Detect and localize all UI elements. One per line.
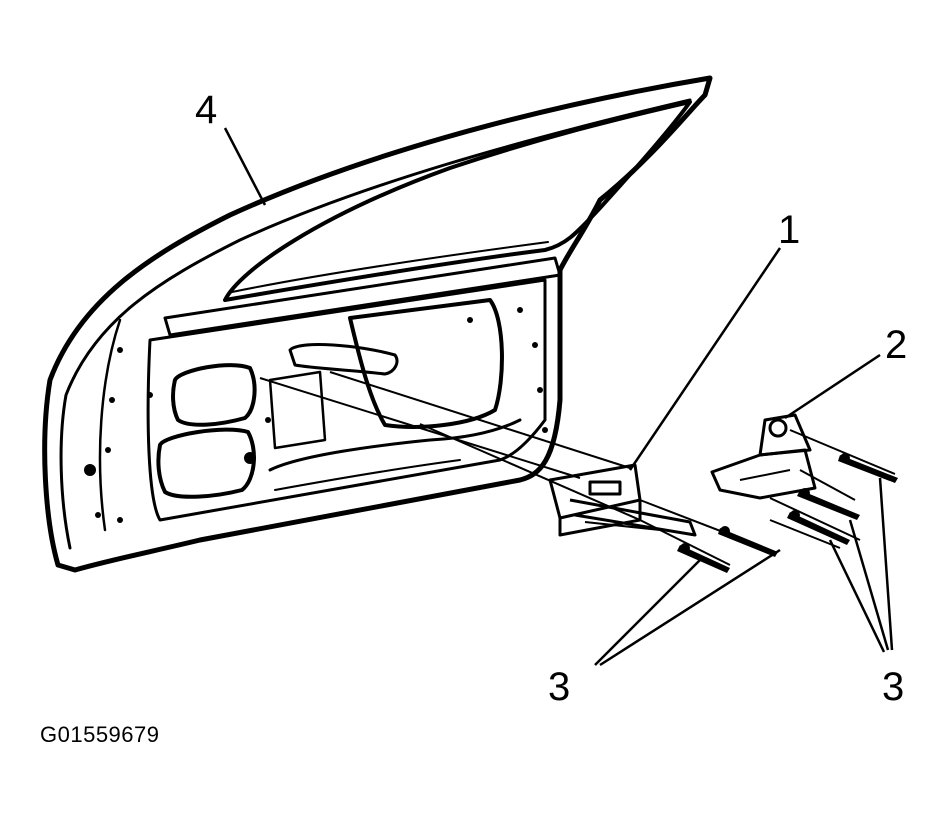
leader-3b-3 [828,539,886,653]
callout-bolts-lower: 3 [882,665,904,709]
callout-lower-hinge: 2 [885,323,907,367]
front-door [42,75,713,573]
lower-hinge [710,413,817,500]
leader-3b-1 [878,477,894,651]
bolt-2 [677,545,730,573]
access-hole-upper [171,363,257,427]
bolt-3 [838,455,898,483]
leader-3a-2 [599,548,781,667]
bolts [677,453,898,573]
leader-4 [223,127,267,206]
door-outer-edge [42,75,713,573]
bolt-4 [797,490,860,520]
callout-bolts-upper: 3 [548,665,570,709]
regulator-frame [348,298,504,429]
bolt-5 [787,512,850,545]
figure-id: G01559679 [40,722,160,747]
belt-line [163,256,562,337]
door-bracket [268,370,327,450]
leader-lines [223,127,894,667]
window-seal [231,241,549,293]
hinge-pillar [98,318,122,532]
bolt-alignment-lines [259,371,896,566]
access-hole-lower [156,427,256,499]
regulator-arm [288,343,399,376]
leader-1 [628,247,782,471]
mounting-holes [84,307,548,523]
leader-3b-2 [848,519,890,651]
lower-panel-contour-2 [274,459,461,491]
leader-2 [784,353,881,420]
lower-panel-contour [268,418,522,472]
window-opening [223,100,692,302]
bolt-1 [718,528,778,557]
callout-door: 4 [195,88,217,132]
callout-upper-hinge: 1 [778,208,800,252]
inner-panel [146,278,547,522]
leader-3a-1 [594,559,701,666]
door-inner-edge [59,98,692,550]
